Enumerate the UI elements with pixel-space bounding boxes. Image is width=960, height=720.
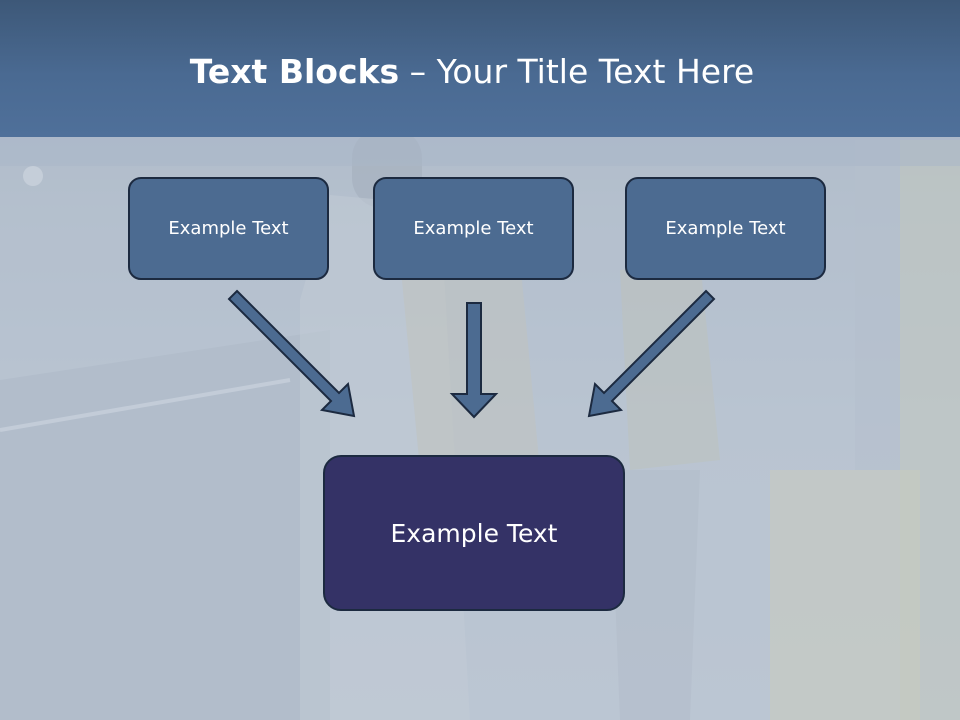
slide-title[interactable]: Text Blocks – Your Title Text Here bbox=[0, 52, 944, 91]
text-block-right-label: Example Text bbox=[665, 218, 786, 239]
arrow-left bbox=[227, 289, 356, 418]
arrow-center bbox=[449, 302, 499, 419]
text-block-center[interactable]: Example Text bbox=[373, 177, 574, 280]
text-block-center-label: Example Text bbox=[413, 218, 534, 239]
text-block-left[interactable]: Example Text bbox=[128, 177, 329, 280]
slide-title-bold: Text Blocks bbox=[189, 52, 400, 91]
text-block-right[interactable]: Example Text bbox=[625, 177, 826, 280]
arrow-right bbox=[587, 289, 716, 418]
title-strip bbox=[0, 137, 960, 166]
slide-title-rest: – Your Title Text Here bbox=[399, 52, 755, 91]
title-bar bbox=[0, 0, 960, 137]
target-block-label: Example Text bbox=[390, 518, 558, 548]
text-block-left-label: Example Text bbox=[168, 218, 289, 239]
target-block[interactable]: Example Text bbox=[323, 455, 625, 611]
